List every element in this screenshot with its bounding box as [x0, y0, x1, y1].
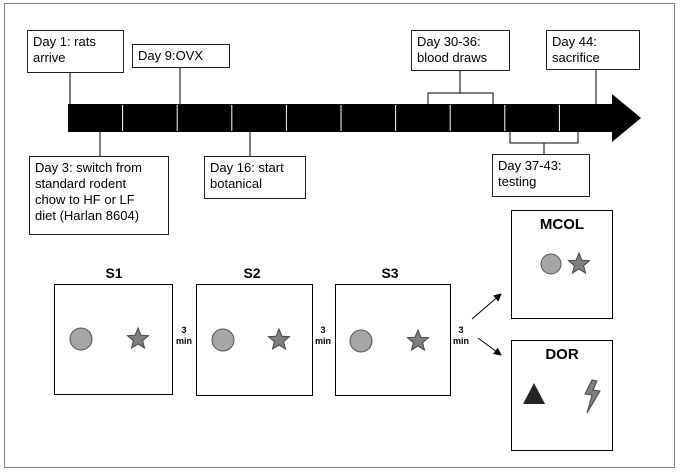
circle-object-icon: [540, 253, 562, 275]
trial-s1-label: S1: [105, 265, 123, 281]
trial-s3-arena: [335, 284, 451, 396]
event-day44-box: Day 44: sacrifice: [546, 30, 640, 70]
test-mcol-objects: [540, 251, 591, 275]
star-object-icon: [406, 328, 430, 352]
event-day3-box: Day 3: switch from standard rodent chow …: [29, 156, 169, 235]
test-dor-objects: [523, 379, 601, 414]
event-day9-box: Day 9:OVX: [132, 44, 230, 68]
interval-label: 3 min: [175, 325, 192, 346]
trial-s2-arena: [196, 284, 313, 396]
circle-object-icon: [69, 327, 93, 351]
event-day16-box: Day 16: start botanical: [204, 156, 306, 199]
trial-s2-objects: [211, 327, 291, 352]
timeline-connectors: [69, 68, 597, 156]
timeline-segment-dividers: [122, 105, 560, 131]
interval-label: 3 min: [452, 325, 469, 346]
lightning-object-icon: [584, 379, 601, 414]
event-day37-43-box: Day 37-43: testing: [492, 154, 590, 197]
star-object-icon: [267, 327, 291, 351]
trial-s1-arena: [54, 284, 173, 395]
trial-s3-objects: [349, 328, 430, 353]
figure-frame: [4, 3, 675, 468]
circle-object-icon: [211, 328, 235, 352]
interval-label: 3 min: [314, 325, 331, 346]
trial-s3-label: S3: [381, 265, 399, 281]
circle-object-icon: [349, 329, 373, 353]
test-dor-label: DOR: [545, 346, 579, 363]
arrow-to-mcol: [471, 293, 502, 320]
event-day30-36-box: Day 30-36: blood draws: [411, 30, 510, 71]
bracket-day30-36: [427, 92, 494, 104]
timeline: [68, 94, 641, 142]
triangle-object-icon: [523, 383, 545, 404]
event-day1-box: Day 1: rats arrive: [27, 30, 124, 73]
star-object-icon: [567, 251, 591, 275]
timeline-arrowhead: [612, 94, 641, 142]
arrow-to-dor: [477, 337, 502, 356]
trial-s1-objects: [69, 326, 150, 351]
test-dor-arena: DOR: [511, 340, 613, 451]
star-object-icon: [126, 326, 150, 350]
trial-s2-label: S2: [243, 265, 261, 281]
bracket-day37-43: [509, 132, 579, 144]
test-mcol-arena: MCOL: [511, 210, 613, 319]
test-mcol-label: MCOL: [539, 216, 585, 233]
